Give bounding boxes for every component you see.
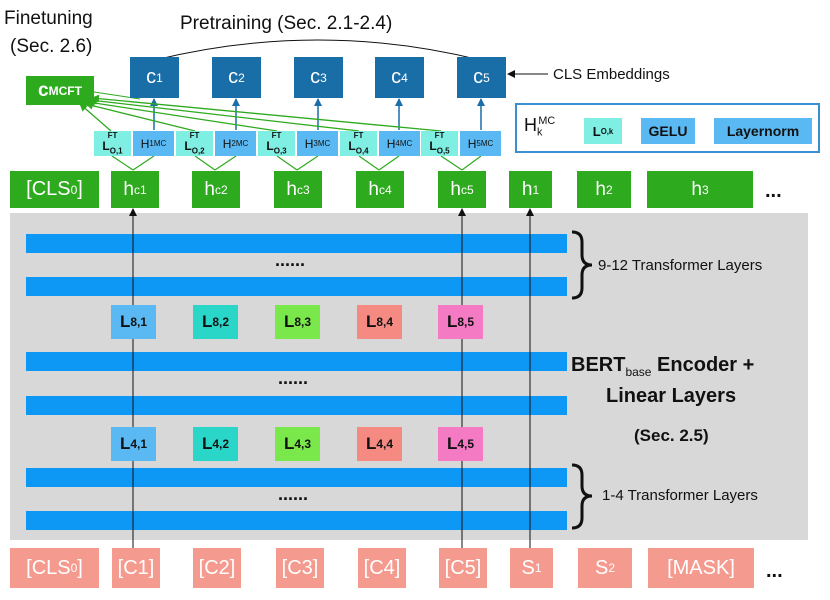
input-candidate-box: [C2] (193, 548, 241, 588)
input-candidate-box: [C3] (276, 548, 324, 588)
finetuning-label: Finetuning (4, 8, 93, 29)
input-mask-box: [MASK] (648, 548, 754, 588)
transformer-layer-bar (26, 277, 567, 296)
hidden-row-ellipsis: ... (765, 180, 782, 202)
layer-dots: ...... (278, 484, 309, 504)
encoder-section: (Sec. 2.5) (634, 426, 709, 445)
transformer-layer-bar (26, 468, 567, 487)
transformer-layer-bar (26, 352, 567, 371)
input-row-ellipsis: ... (766, 560, 783, 582)
transformer-layer-bar (26, 511, 567, 530)
cls-embeddings-label: CLS Embeddings (553, 66, 670, 83)
transformer-layer-bar (26, 396, 567, 415)
input-candidate-box: [C5] (439, 548, 487, 588)
legend-head-label: HkMC (524, 115, 556, 139)
transformer-layer-bar (26, 234, 567, 253)
bottom-layers-label: 1-4 Transformer Layers (602, 487, 758, 504)
legend-layernorm-box: Layernorm (714, 118, 812, 144)
layer-dots: ...... (278, 368, 309, 388)
input-candidate-box: [C4] (358, 548, 406, 588)
encoder-title: BERTbase Encoder + (571, 354, 755, 379)
pretraining-label: Pretraining (Sec. 2.1-2.4) (180, 13, 393, 34)
encoder-subtitle: Linear Layers (606, 385, 737, 407)
input-candidate-box: [C1] (112, 548, 160, 588)
finetuning-section-label: (Sec. 2.6) (10, 36, 93, 57)
top-layers-label: 9-12 Transformer Layers (598, 257, 763, 274)
legend-gelu-box: GELU (641, 118, 695, 144)
layer-dots: ...... (275, 250, 306, 270)
